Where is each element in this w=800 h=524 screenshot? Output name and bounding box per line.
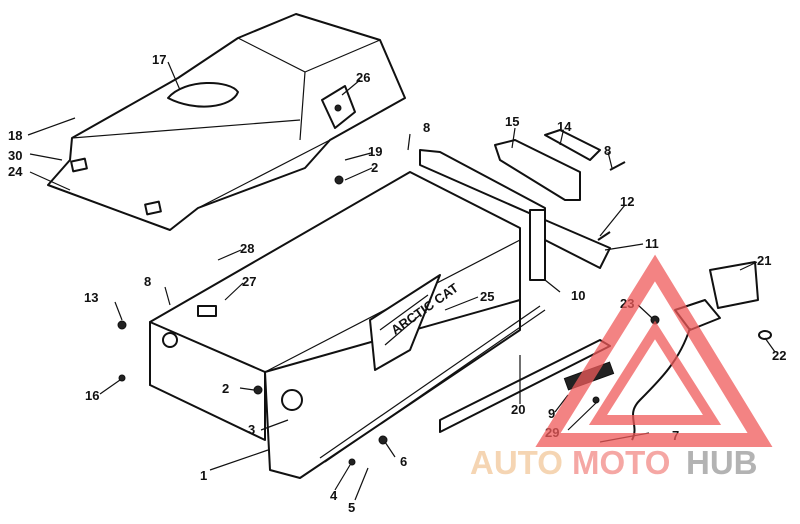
callout-22: 22	[772, 348, 786, 363]
watermark-moto: MOTO	[572, 444, 670, 481]
callout-6: 6	[400, 454, 407, 469]
callout-8-a: 8	[144, 274, 151, 289]
watermark-logo: AUTO MOTO HUB	[470, 254, 773, 481]
callout-5: 5	[348, 500, 355, 515]
callout-18: 18	[8, 128, 22, 143]
seat-cutout	[167, 82, 239, 108]
callout-25: 25	[480, 289, 494, 304]
callout-24: 24	[8, 164, 23, 179]
callout-27: 27	[242, 274, 256, 289]
callout-21: 21	[757, 253, 771, 268]
callout-12: 12	[620, 194, 634, 209]
callout-9: 9	[548, 406, 555, 421]
callout-10: 10	[571, 288, 585, 303]
rear-frame	[419, 129, 626, 281]
body-hole	[281, 389, 303, 411]
callout-4: 4	[330, 488, 338, 503]
callout-11: 11	[645, 236, 659, 251]
leader-lines	[27, 61, 776, 501]
callout-26: 26	[356, 70, 370, 85]
main-body: ARCTIC CAT	[149, 171, 521, 479]
callout-8-b: 8	[423, 120, 430, 135]
callout-2-a: 2	[222, 381, 229, 396]
callout-28: 28	[240, 241, 254, 256]
bumper	[494, 139, 581, 201]
callout-20: 20	[511, 402, 525, 417]
callout-8-c: 8	[604, 143, 611, 158]
callout-16: 16	[85, 388, 99, 403]
callout-13: 13	[84, 290, 98, 305]
callout-3: 3	[248, 422, 255, 437]
callout-17: 17	[152, 52, 166, 67]
callout-15: 15	[505, 114, 519, 129]
callout-14: 14	[557, 119, 572, 134]
callout-1: 1	[200, 468, 207, 483]
watermark-auto: AUTO	[470, 444, 563, 481]
hardware	[117, 175, 660, 466]
watermark-hub: HUB	[686, 444, 758, 481]
seat-assembly	[47, 13, 406, 231]
callout-2-b: 2	[371, 160, 378, 175]
callout-19: 19	[368, 144, 382, 159]
callout-30: 30	[8, 148, 22, 163]
bumper-bracket	[544, 129, 601, 161]
